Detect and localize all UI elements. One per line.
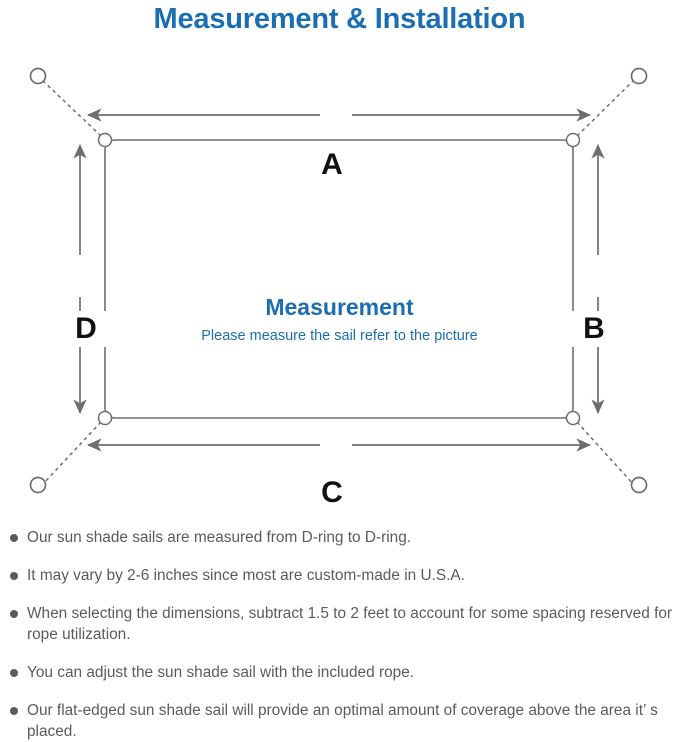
dimension-label-c: C — [306, 476, 358, 510]
note-text: Our flat-edged sun shade sail will provi… — [27, 702, 658, 740]
d-ring-bottom-left-icon — [97, 410, 113, 426]
anchor-top-right-icon — [630, 67, 648, 85]
bullet-icon — [10, 534, 18, 542]
rope-line-top-right — [576, 79, 635, 137]
bullet-icon — [10, 669, 18, 677]
note-text: When selecting the dimensions, subtract … — [27, 605, 673, 643]
note-text: You can adjust the sun shade sail with t… — [27, 664, 415, 681]
sail-rectangle — [104, 139, 574, 419]
d-ring-top-left-icon — [97, 132, 113, 148]
d-ring-top-right-icon — [565, 132, 581, 148]
list-item: When selecting the dimensions, subtract … — [0, 603, 679, 645]
sail-measurement-diagram: Measurement Please measure the sail refe… — [0, 50, 679, 520]
bullet-icon — [10, 610, 18, 618]
d-ring-bottom-right-icon — [565, 410, 581, 426]
bullet-icon — [10, 707, 18, 715]
note-text: It may vary by 2-6 inches since most are… — [27, 567, 465, 584]
list-item: Our flat-edged sun shade sail will provi… — [0, 700, 679, 742]
note-text: Our sun shade sails are measured from D-… — [27, 529, 412, 546]
dimension-label-a: A — [306, 148, 358, 182]
rope-line-bottom-right — [576, 421, 635, 486]
anchor-top-left-icon — [29, 67, 47, 85]
sail-label-instruction: Please measure the sail refer to the pic… — [201, 328, 478, 344]
dimension-label-d: D — [64, 311, 108, 347]
page-title: Measurement & Installation — [153, 3, 526, 35]
list-item: It may vary by 2-6 inches since most are… — [0, 565, 679, 586]
anchor-bottom-left-icon — [29, 476, 47, 494]
sail-label-measurement: Measurement — [265, 294, 414, 320]
bullet-icon — [10, 572, 18, 580]
diagram-svg — [29, 67, 648, 494]
anchor-bottom-right-icon — [630, 476, 648, 494]
list-item: Our sun shade sails are measured from D-… — [0, 527, 679, 548]
dimension-label-b: B — [572, 311, 616, 347]
rope-line-bottom-left — [41, 421, 102, 486]
rope-line-top-left — [41, 79, 102, 137]
list-item: You can adjust the sun shade sail with t… — [0, 662, 679, 683]
notes-list: Our sun shade sails are measured from D-… — [0, 527, 679, 742]
